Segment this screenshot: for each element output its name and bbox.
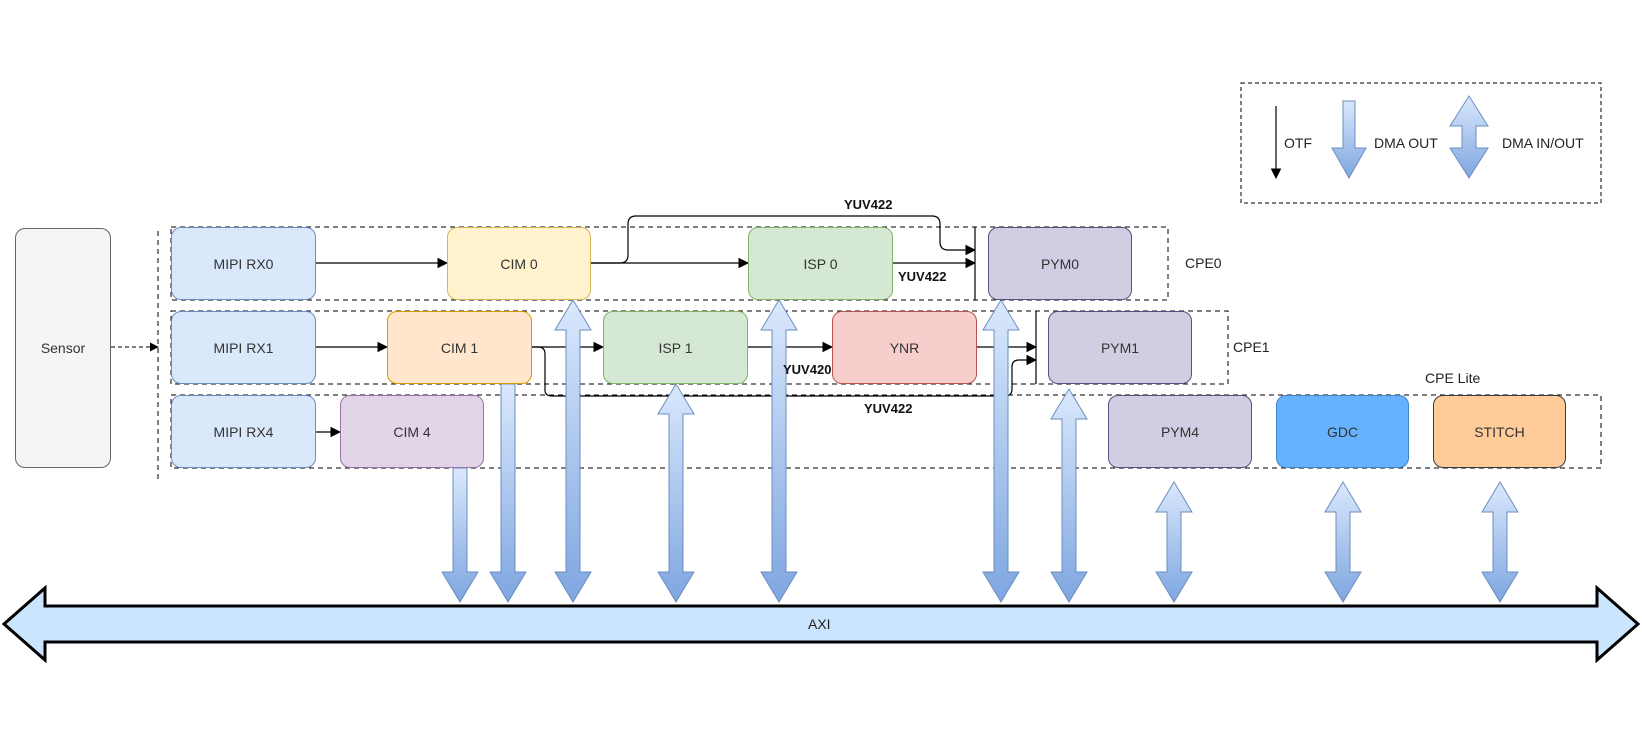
cpe0-label: CPE0 <box>1185 255 1222 271</box>
axi-label: AXI <box>808 616 831 632</box>
mipi-rx4-node: MIPI RX4 <box>171 395 316 468</box>
cim0-to-pym0-yuv422-arrow <box>591 215 977 264</box>
isp1-node: ISP 1 <box>603 311 748 384</box>
isp1-dma-inout-arrow <box>657 383 695 603</box>
yuv420-label: YUV420 <box>783 362 832 377</box>
pym1-node: PYM1 <box>1048 311 1192 384</box>
legend-dma-out-arrow-icon <box>1331 100 1367 180</box>
isp0-node: ISP 0 <box>748 227 893 300</box>
cpe0-group-box <box>170 226 1169 301</box>
pym0-node: PYM0 <box>988 227 1132 300</box>
cim1-node: CIM 1 <box>387 311 532 384</box>
pym1-dma-inout-arrow <box>1050 388 1088 603</box>
mipi-rx1-node: MIPI RX1 <box>171 311 316 384</box>
cim4-dma-out-arrow <box>441 467 479 603</box>
cim4-node: CIM 4 <box>340 395 484 468</box>
cpe-lite-label: CPE Lite <box>1425 370 1481 386</box>
pym0-dma-inout-arrow <box>982 299 1020 603</box>
isp0-dma-inout-arrow <box>760 299 798 603</box>
legend-dma-out-label: DMA OUT <box>1374 135 1438 151</box>
ynr-node: YNR <box>832 311 977 384</box>
legend-dma-inout-label: DMA IN/OUT <box>1502 135 1584 151</box>
yuv422-isp0-label: YUV422 <box>898 269 947 284</box>
legend-dma-inout-arrow-icon <box>1449 95 1489 179</box>
legend-box <box>1240 82 1602 204</box>
cpe-lite-group-box <box>170 394 1602 469</box>
cpe1-label: CPE1 <box>1233 339 1270 355</box>
yuv422-top-label: YUV422 <box>844 197 893 212</box>
yuv422-bottom-label: YUV422 <box>864 401 913 416</box>
stitch-node: STITCH <box>1433 395 1566 468</box>
pym4-node: PYM4 <box>1108 395 1252 468</box>
axi-bus-arrow <box>1 584 1641 664</box>
gdc-dma-inout-arrow <box>1324 481 1362 603</box>
gdc-node: GDC <box>1276 395 1409 468</box>
cim0-node: CIM 0 <box>447 227 591 300</box>
cim1-dma-out-arrow <box>489 383 527 603</box>
cim0-dma-inout-arrow <box>554 299 592 603</box>
stitch-dma-inout-arrow <box>1481 481 1519 603</box>
pym4-dma-inout-arrow <box>1155 481 1193 603</box>
mipi-rx0-node: MIPI RX0 <box>171 227 316 300</box>
sensor-node: Sensor <box>15 228 111 468</box>
legend-otf-label: OTF <box>1284 135 1312 151</box>
